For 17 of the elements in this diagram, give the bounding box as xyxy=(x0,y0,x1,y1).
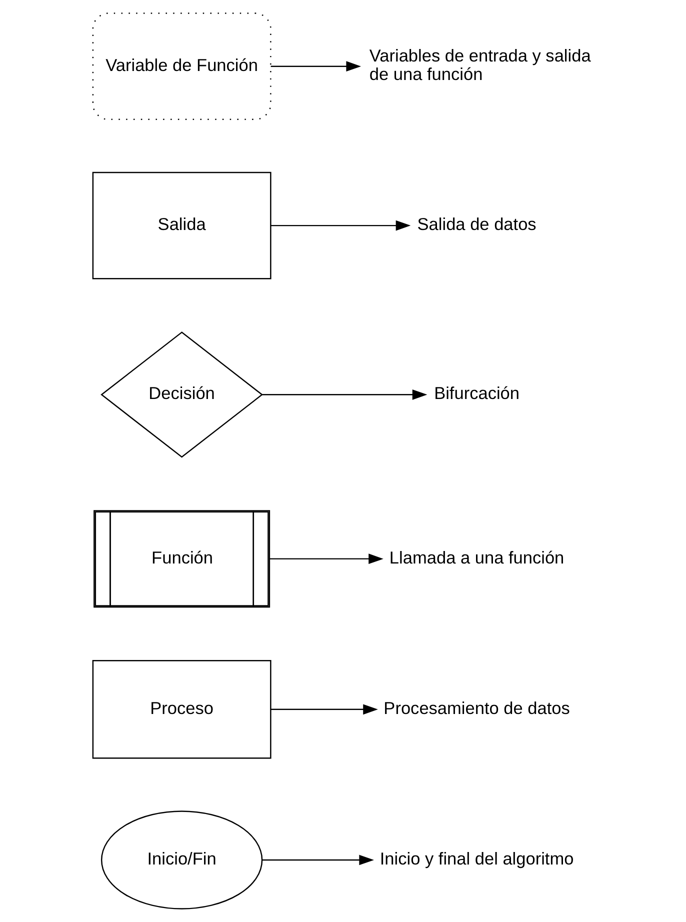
node-text: Llamada a una función xyxy=(388,547,564,568)
node-ellipse: Inicio/Fin xyxy=(100,810,262,910)
node-text: Salida de datos xyxy=(416,214,536,234)
node-diamond: Decisión xyxy=(100,332,263,458)
node-box: Salida xyxy=(92,172,271,280)
arrow xyxy=(270,61,361,72)
node-box: Variable de Función xyxy=(92,12,271,120)
arrow xyxy=(269,554,383,564)
arrow xyxy=(270,704,378,715)
arrow xyxy=(262,854,374,866)
arrow xyxy=(270,220,410,231)
node-box: Proceso xyxy=(92,660,271,759)
node-text: Procesamiento de datos xyxy=(383,698,570,718)
node-text: Inicio y final del algoritmo xyxy=(379,848,574,869)
node-text: Bifurcación xyxy=(434,383,520,404)
arrow xyxy=(262,389,427,400)
node-text: Variables de entrada y salida de una función xyxy=(368,46,590,84)
